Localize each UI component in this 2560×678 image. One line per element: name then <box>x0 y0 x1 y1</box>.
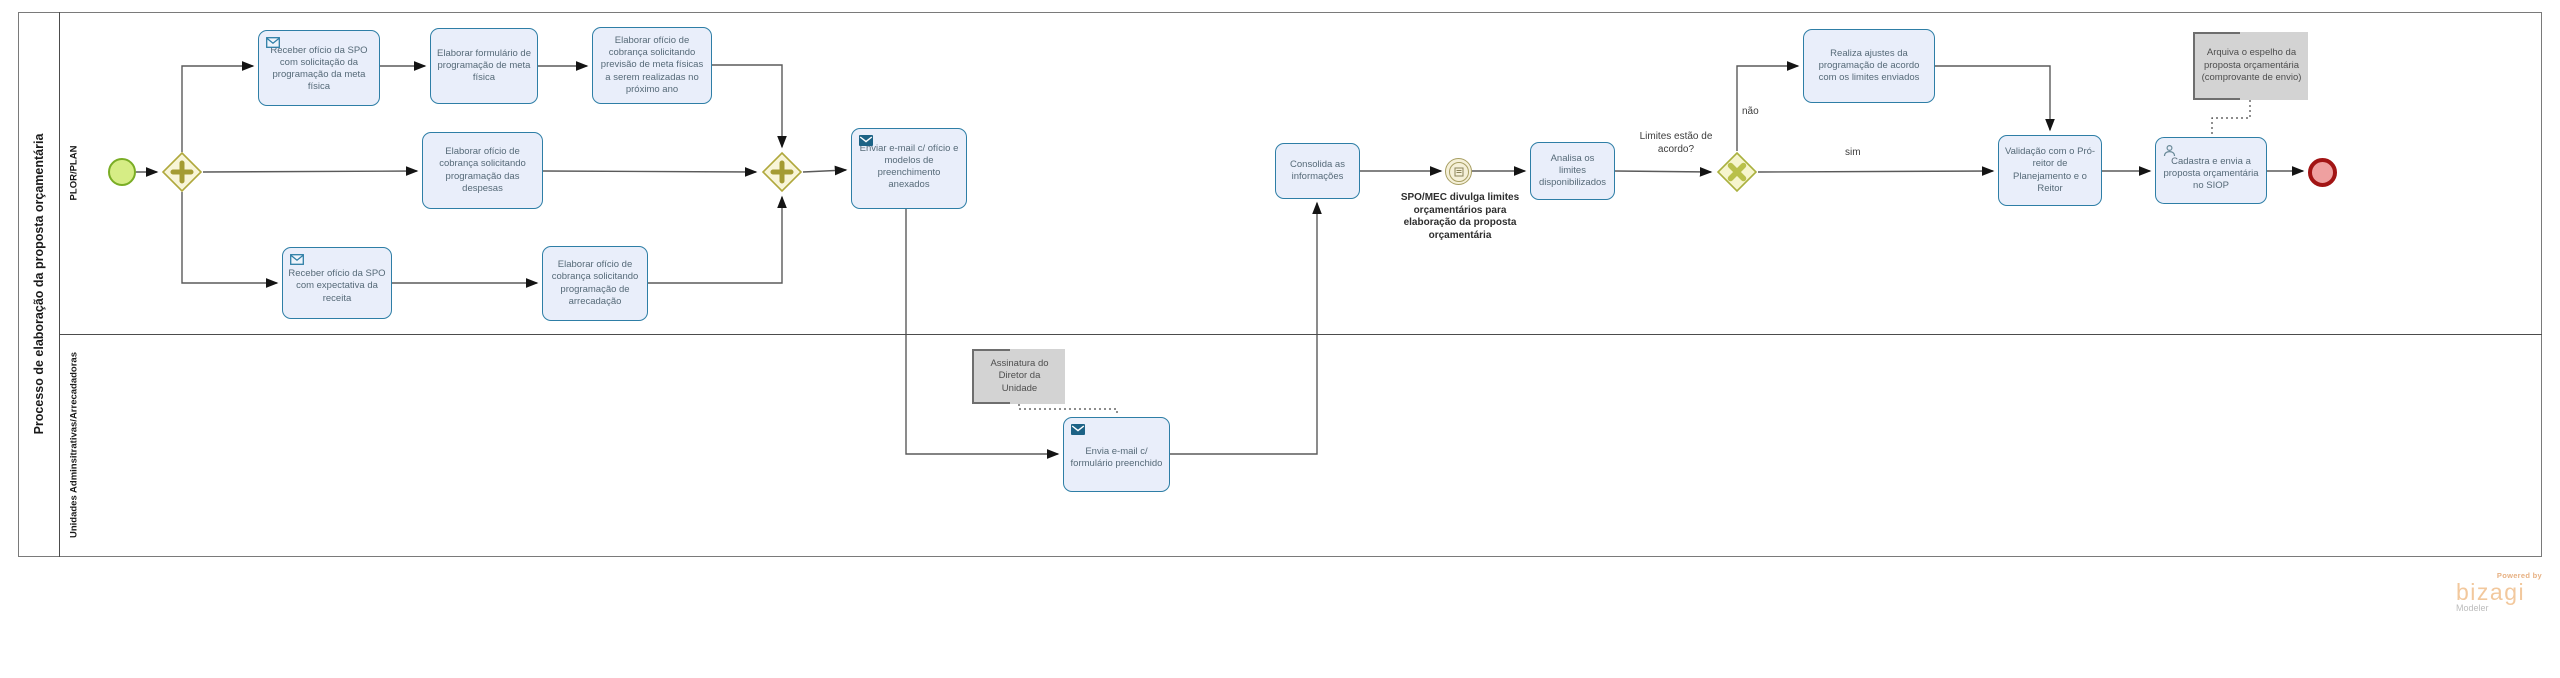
receive-envelope-icon <box>266 37 280 48</box>
task-label: Elaborar ofício de cobrança solicitando … <box>551 259 639 307</box>
task-receber-oficio-meta[interactable]: Receber ofício da SPO com solicitação da… <box>258 30 380 106</box>
event-inner-ring <box>1448 161 1469 182</box>
task-label: Consolida as informações <box>1290 158 1345 182</box>
task-analisa-limites[interactable]: Analisa os limites disponibilizados <box>1530 142 1615 200</box>
conditional-intermediate-event[interactable] <box>1445 158 1472 185</box>
task-label: Enviar e-mail c/ ofício e modelos de pre… <box>859 143 959 191</box>
parallel-gateway-join[interactable] <box>761 151 803 193</box>
pool-title-band <box>18 12 60 557</box>
task-consolida-informacoes[interactable]: Consolida as informações <box>1275 143 1360 199</box>
flow-label-sim: sim <box>1845 147 1861 158</box>
send-envelope-icon <box>859 135 873 146</box>
annotation-bracket <box>2195 32 2241 35</box>
exclusive-gateway-limites[interactable] <box>1716 151 1758 193</box>
task-oficio-previsao-meta[interactable]: Elaborar ofício de cobrança solicitando … <box>592 27 712 104</box>
lane-label-plor-plan: PLOR/PLAN <box>68 145 80 201</box>
intermediate-event-label: SPO/MEC divulga limites orçamentários pa… <box>1400 192 1520 241</box>
task-label: Envia e-mail c/ formulário preenchido <box>1070 445 1163 469</box>
start-event[interactable] <box>108 158 136 186</box>
lane-label-unidades: Unidades Adminsitrativas/Arrecadadoras <box>68 351 80 539</box>
bizagi-wordmark: bizagi <box>2456 579 2526 605</box>
task-label: Analisa os limites disponibilizados <box>1538 152 1607 189</box>
bizagi-logo: Powered by bizagi Modeler <box>2456 571 2542 613</box>
task-label: Elaborar ofício de cobrança solicitando … <box>439 146 526 194</box>
task-validacao-pro-reitor[interactable]: Validação com o Pró-reitor de Planejamen… <box>1998 135 2102 206</box>
task-label: Receber ofício da SPO com solicitação da… <box>270 45 368 93</box>
parallel-gateway-split[interactable] <box>161 151 203 193</box>
task-receber-oficio-receita[interactable]: Receber ofício da SPO com expectativa da… <box>282 247 392 319</box>
receive-envelope-icon <box>290 254 304 265</box>
conditional-icon <box>1454 167 1463 176</box>
task-enviar-email-oficio[interactable]: Enviar e-mail c/ ofício e modelos de pre… <box>851 128 967 209</box>
task-envia-email-formulario[interactable]: Envia e-mail c/ formulário preenchido <box>1063 417 1170 492</box>
lane-divider <box>60 334 2542 335</box>
annotation-bracket <box>974 401 1011 404</box>
task-oficio-despesas[interactable]: Elaborar ofício de cobrança solicitando … <box>422 132 543 209</box>
process-pool <box>18 12 2542 557</box>
task-label: Realiza ajustes da programação de acordo… <box>1818 47 1920 84</box>
gateway-question-label: Limites estão de acordo? <box>1639 131 1713 155</box>
task-elaborar-formulario-meta[interactable]: Elaborar formulário de programação de me… <box>430 28 538 104</box>
annotation-label: Assinatura do Diretor da Unidade <box>990 357 1049 394</box>
annotation-bracket <box>2195 97 2241 100</box>
task-label: Elaborar formulário de programação de me… <box>437 47 531 84</box>
task-realiza-ajustes[interactable]: Realiza ajustes da programação de acordo… <box>1803 29 1935 103</box>
pool-title: Processo de elaboração da proposta orçam… <box>32 133 46 435</box>
end-event[interactable] <box>2308 158 2337 187</box>
task-label: Cadastra e envia a proposta orçamentária… <box>2163 155 2259 192</box>
send-envelope-icon <box>1071 424 1085 435</box>
task-oficio-arrecadacao[interactable]: Elaborar ofício de cobrança solicitando … <box>542 246 648 321</box>
annotation-label: Arquiva o espelho da proposta orçamentár… <box>2201 47 2302 84</box>
user-icon <box>2163 144 2176 157</box>
annotation-assinatura[interactable]: Assinatura do Diretor da Unidade <box>972 349 1065 404</box>
task-label: Validação com o Pró-reitor de Planejamen… <box>2004 146 2096 194</box>
task-label: Receber ofício da SPO com expectativa da… <box>288 268 386 304</box>
flow-label-nao: não <box>1742 106 1759 117</box>
task-cadastra-siop[interactable]: Cadastra e envia a proposta orçamentária… <box>2155 137 2267 204</box>
annotation-bracket <box>974 349 1011 352</box>
modeler-text: Modeler <box>2456 603 2489 613</box>
annotation-arquiva[interactable]: Arquiva o espelho da proposta orçamentár… <box>2193 32 2308 100</box>
powered-by-text: Powered by <box>2496 571 2542 580</box>
task-label: Elaborar ofício de cobrança solicitando … <box>600 35 704 95</box>
